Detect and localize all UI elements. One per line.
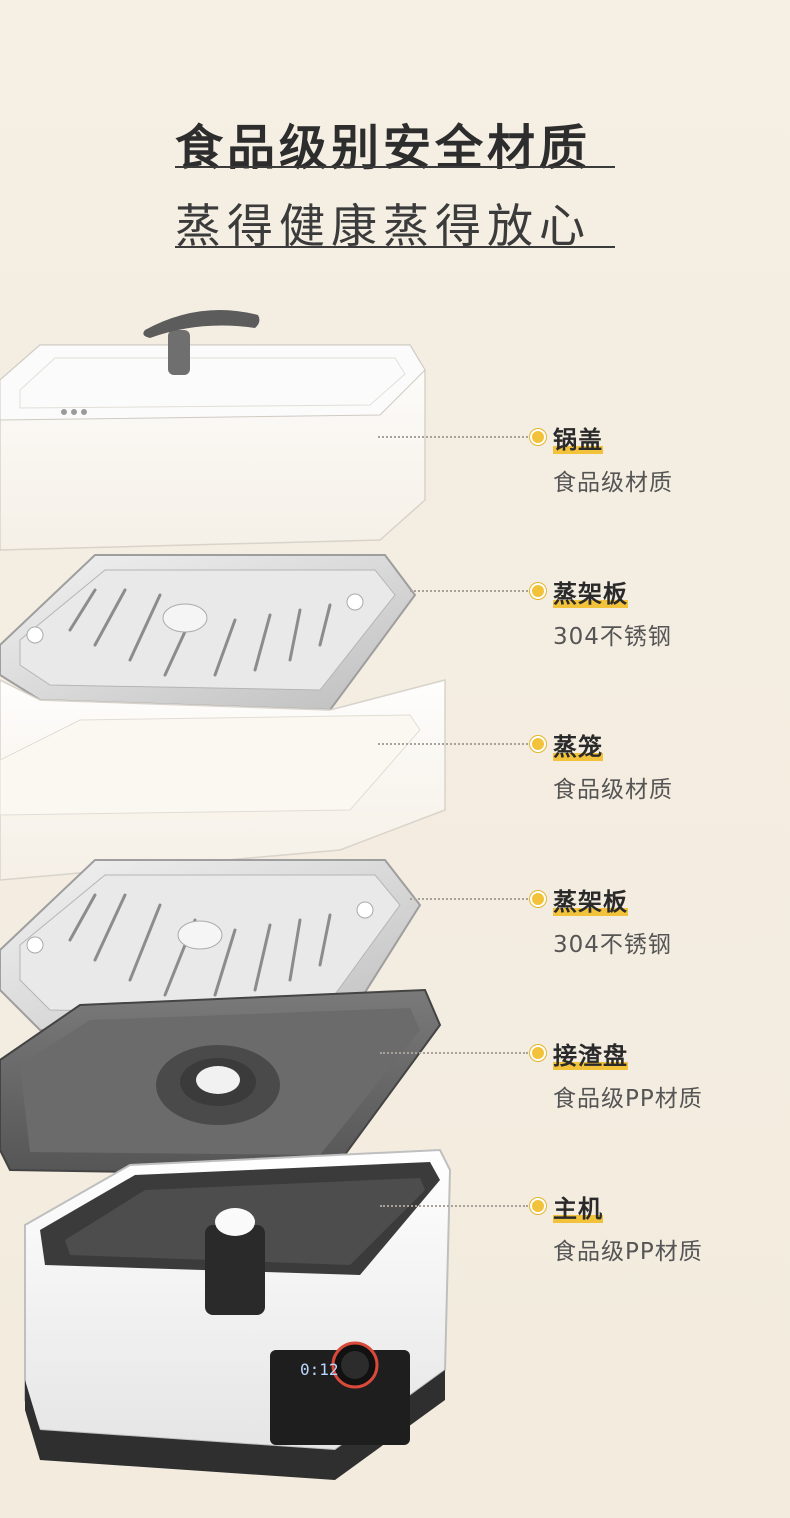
label-name: 接渣盘: [553, 1036, 628, 1071]
leader-line-lid: [378, 436, 528, 438]
lid: [0, 310, 426, 551]
label-desc: 食品级材质: [553, 777, 673, 803]
display-time: 0:12: [300, 1360, 339, 1379]
steam-rack-top: [0, 554, 417, 712]
marker-dot-lid: [530, 429, 546, 445]
main-unit: 0:12: [24, 1148, 452, 1480]
label-desc: 304不锈钢: [553, 932, 672, 958]
label-desc: 食品级PP材质: [553, 1086, 703, 1112]
leader-line-tray: [380, 1052, 528, 1054]
page-subtitle: 蒸得健康蒸得放心: [175, 199, 591, 253]
label-desc: 食品级材质: [553, 470, 673, 496]
leader-line-rack-1: [410, 590, 528, 592]
label-name: 蒸笼: [553, 727, 603, 762]
drip-tray: [0, 988, 442, 1177]
label-desc: 304不锈钢: [553, 624, 672, 650]
label-rack-1: 蒸架板 304不锈钢: [553, 574, 672, 651]
marker-dot-rack-2: [530, 891, 546, 907]
subtitle-underline: [175, 246, 615, 248]
label-basket: 蒸笼 食品级材质: [553, 727, 673, 804]
leader-line-basket: [378, 743, 528, 745]
label-rack-2: 蒸架板 304不锈钢: [553, 882, 672, 959]
steamer-exploded-view: 0:12: [0, 310, 452, 1480]
label-lid: 锅盖 食品级材质: [553, 420, 673, 497]
marker-dot-rack-1: [530, 583, 546, 599]
marker-dot-tray: [530, 1045, 546, 1061]
label-base: 主机 食品级PP材质: [553, 1189, 703, 1266]
label-name: 蒸架板: [553, 574, 628, 609]
label-desc: 食品级PP材质: [553, 1239, 703, 1265]
label-tray: 接渣盘 食品级PP材质: [553, 1036, 703, 1113]
label-name: 蒸架板: [553, 882, 628, 917]
leader-line-base: [380, 1205, 528, 1207]
steamer-basket: [0, 679, 446, 881]
marker-dot-base: [530, 1198, 546, 1214]
label-name: 主机: [553, 1189, 603, 1224]
label-name: 锅盖: [553, 420, 603, 455]
marker-dot-basket: [530, 736, 546, 752]
leader-line-rack-2: [410, 898, 528, 900]
title-underline: [175, 166, 615, 168]
